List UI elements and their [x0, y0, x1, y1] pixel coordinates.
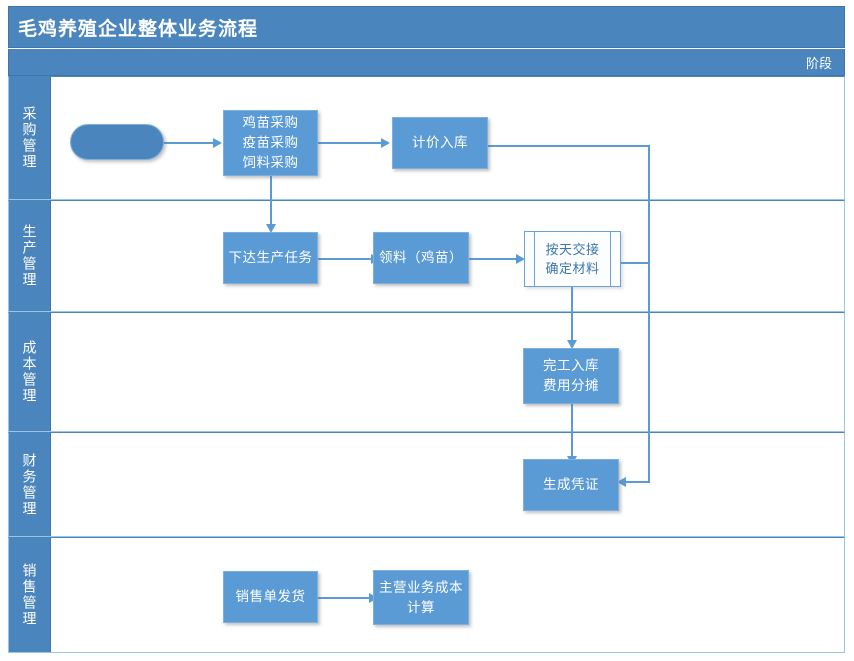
swimlane-label-finance: 财务管理 — [9, 433, 51, 536]
connector-finishedstorage-to-voucher — [571, 404, 573, 460]
node-valued-storage[interactable]: 计价入库 — [392, 117, 488, 169]
node-material-request[interactable]: 领料（鸡苗） — [373, 232, 469, 284]
phase-bar: 阶段 — [8, 49, 845, 76]
arrowhead-materialrequest-to-handover — [516, 254, 525, 264]
diagram-title-bar: 毛鸡养殖企业整体业务流程 — [8, 6, 845, 48]
connector-salesdelivery-to-maincost — [318, 597, 372, 599]
swimlane-label-cost: 成本管理 — [9, 313, 51, 431]
node-sales-delivery[interactable]: 销售单发货 — [223, 571, 318, 623]
node-issue-task[interactable]: 下达生产任务 — [223, 232, 318, 284]
connector-issuetask-to-materialrequest — [318, 258, 374, 260]
swimlane-label-cost-text: 成本管理 — [21, 340, 38, 404]
node-purchase-items[interactable]: 鸡苗采购 疫苗采购 饲料采购 — [223, 110, 318, 176]
connector-handover-to-finishedstorage — [571, 287, 573, 344]
arrowhead-purchase-to-issuetask — [266, 224, 276, 233]
swimlane-label-purchase-text: 采购管理 — [21, 106, 38, 170]
connector-start-to-purchase — [163, 142, 215, 144]
arrowhead-start-to-purchase — [213, 138, 222, 148]
swimlane-label-production: 生产管理 — [9, 201, 51, 311]
node-start[interactable] — [70, 124, 164, 160]
page-title: 毛鸡养殖企业整体业务流程 — [18, 18, 259, 40]
phase-label: 阶段 — [805, 55, 832, 71]
swimlane-label-production-text: 生产管理 — [21, 224, 38, 288]
arrowhead-handover-to-finishedstorage — [567, 340, 577, 349]
connector-materialrequest-to-handover — [469, 258, 519, 260]
connector-valuedstorage-to-bus — [488, 145, 649, 147]
swimlane-label-sales-text: 销售管理 — [21, 563, 38, 627]
swimlane-cost: 成本管理 — [8, 312, 845, 432]
node-generate-voucher[interactable]: 生成凭证 — [523, 459, 619, 511]
connector-purchase-to-valuedstorage — [318, 142, 384, 144]
swimlane-label-purchase: 采购管理 — [9, 77, 51, 199]
connector-purchase-to-issuetask — [270, 175, 272, 228]
connector-handover-to-bus — [621, 262, 649, 264]
swimlane-finance: 财务管理 — [8, 432, 845, 537]
node-main-cost[interactable]: 主营业务成本 计算 — [373, 570, 469, 625]
arrowhead-bus-to-voucher — [617, 477, 626, 487]
arrowhead-purchase-to-valuedstorage — [381, 138, 390, 148]
node-daily-handover[interactable]: 按天交接 确定材料 — [524, 231, 621, 287]
connector-bus-to-voucher — [625, 481, 650, 483]
swimlane-label-finance-text: 财务管理 — [21, 452, 38, 517]
connector-bus-vertical — [648, 145, 650, 482]
swimlane-label-sales: 销售管理 — [9, 538, 51, 652]
node-finished-storage[interactable]: 完工入库 费用分摊 — [523, 348, 619, 404]
